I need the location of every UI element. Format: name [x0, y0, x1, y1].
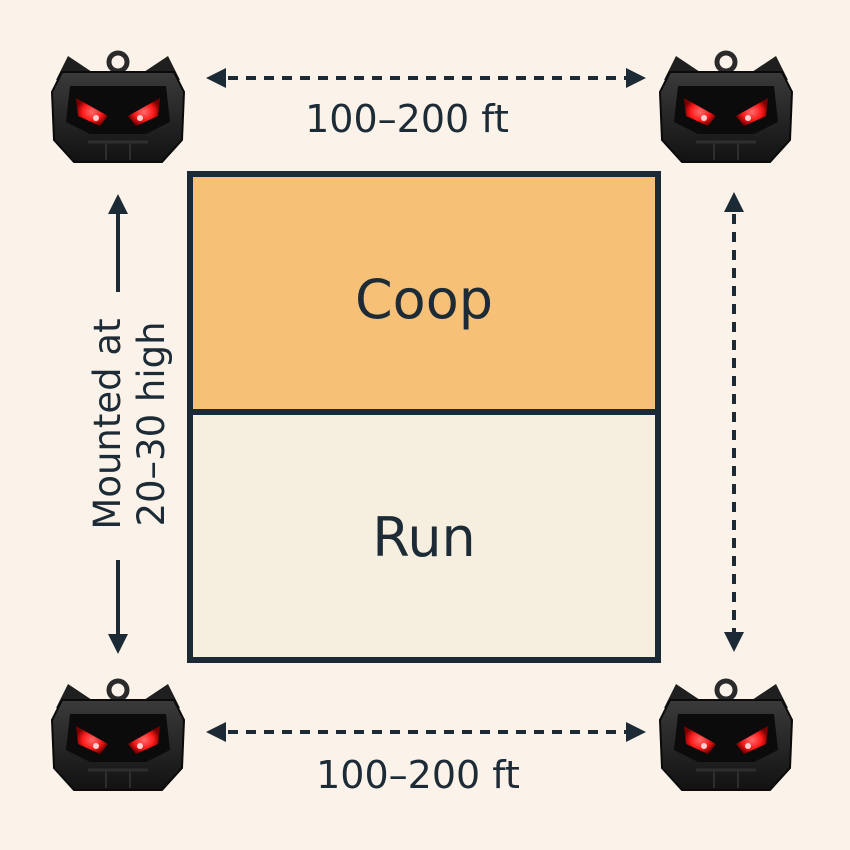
predator-light-icon-top-right	[660, 53, 792, 162]
predator-light-icon-top-left	[52, 53, 184, 162]
top-distance-label: 100–200 ft	[305, 97, 509, 141]
bottom-distance-label: 100–200 ft	[316, 753, 520, 797]
run-label: Run	[372, 506, 476, 569]
mount-height-label-line2: 20–30 high	[130, 321, 173, 526]
predator-light-icon-bottom-left	[52, 681, 184, 790]
coop-area	[187, 171, 661, 415]
run-area	[187, 409, 661, 663]
mount-height-label-line1: Mounted at	[86, 318, 129, 529]
predator-light-icon-bottom-right	[660, 681, 792, 790]
coop-label: Coop	[355, 268, 493, 331]
